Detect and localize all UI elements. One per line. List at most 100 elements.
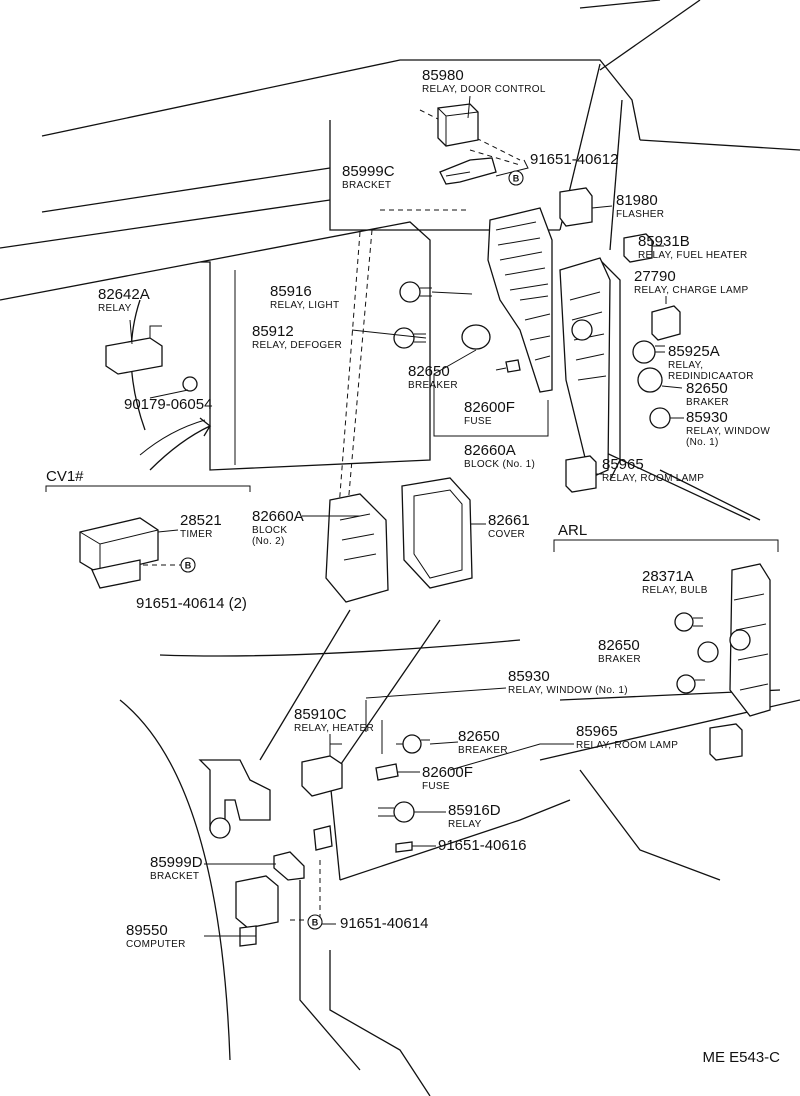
part-number: 90179-06054	[124, 396, 212, 413]
part-description: RELAY,	[668, 360, 703, 371]
callout-p91651-40612: 91651-40612	[530, 151, 618, 168]
bolt-circle: B	[180, 557, 196, 573]
part-description: REDINDICAATOR	[668, 371, 754, 382]
part-number: 91651-40612	[530, 151, 618, 168]
part-number: 82642A	[98, 286, 150, 303]
part-number: 82650	[458, 728, 500, 745]
part-number: 85925A	[668, 343, 720, 360]
part-number: 85965	[602, 456, 644, 473]
part-number: 85931B	[638, 233, 690, 250]
part-number: 85930	[508, 668, 550, 685]
part-description: TIMER	[180, 529, 213, 540]
part-number: 85916	[270, 283, 312, 300]
part-description: RELAY, DOOR CONTROL	[422, 84, 546, 95]
svg-text:B: B	[513, 174, 520, 184]
part-description: RELAY, ROOM LAMP	[576, 740, 678, 751]
part-number: 85999D	[150, 854, 203, 871]
part-description: RELAY, BULB	[642, 585, 708, 596]
part-number: 91651-40614	[340, 915, 428, 932]
part-description: BRAKER	[598, 654, 641, 665]
part-description: RELAY, HEATER	[294, 723, 374, 734]
part-number: 82650	[408, 363, 450, 380]
callout-p91651-40616: 91651-40616	[438, 837, 526, 854]
part-number: 82600F	[422, 764, 473, 781]
part-number: 28521	[180, 512, 222, 529]
part-number: 82660A	[464, 442, 516, 459]
part-number: 82660A	[252, 508, 304, 525]
part-number: 81980	[616, 192, 658, 209]
part-description: RELAY, FUEL HEATER	[638, 250, 748, 261]
part-description: COVER	[488, 529, 525, 540]
part-number: 91651-40616	[438, 837, 526, 854]
part-description: RELAY, DEFOGER	[252, 340, 342, 351]
part-description: BRAKER	[686, 397, 729, 408]
part-number: 82661	[488, 512, 530, 529]
part-number: 27790	[634, 268, 676, 285]
part-number: 85980	[422, 67, 464, 84]
part-number: 85910C	[294, 706, 347, 723]
group-label-cv1: CV1#	[46, 468, 84, 485]
part-description: RELAY	[98, 303, 132, 314]
svg-text:B: B	[312, 918, 319, 928]
part-description: COMPUTER	[126, 939, 186, 950]
part-description: FUSE	[464, 416, 492, 427]
part-description: FLASHER	[616, 209, 664, 220]
part-description: BLOCK (No. 1)	[464, 459, 535, 470]
part-description: BRACKET	[342, 180, 391, 191]
part-description: BREAKER	[408, 380, 458, 391]
part-number: 85930	[686, 409, 728, 426]
part-number: 82600F	[464, 399, 515, 416]
part-description: RELAY, LIGHT	[270, 300, 339, 311]
bolt-circle: B	[508, 170, 524, 186]
part-number: 85916D	[448, 802, 501, 819]
svg-text:B: B	[185, 561, 192, 571]
bolt-circle: B	[307, 914, 323, 930]
part-number: 82650	[598, 637, 640, 654]
part-description: RELAY, WINDOW (No. 1)	[508, 685, 628, 696]
part-description: (No. 1)	[686, 437, 719, 448]
part-description: RELAY	[448, 819, 482, 830]
part-number: 89550	[126, 922, 168, 939]
group-label-arl: ARL	[558, 522, 587, 539]
part-description: RELAY, WINDOW	[686, 426, 770, 437]
part-number: 85999C	[342, 163, 395, 180]
part-description: BRACKET	[150, 871, 199, 882]
part-description: RELAY, CHARGE LAMP	[634, 285, 749, 296]
part-description: FUSE	[422, 781, 450, 792]
bolt-markers: B B B	[180, 170, 524, 930]
part-number: 28371A	[642, 568, 694, 585]
drawing-code: ME E543-C	[702, 1049, 780, 1066]
part-description: (No. 2)	[252, 536, 285, 547]
part-description: BREAKER	[458, 745, 508, 756]
part-number: 85965	[576, 723, 618, 740]
callout-p91651-40614: 91651-40614	[340, 915, 428, 932]
